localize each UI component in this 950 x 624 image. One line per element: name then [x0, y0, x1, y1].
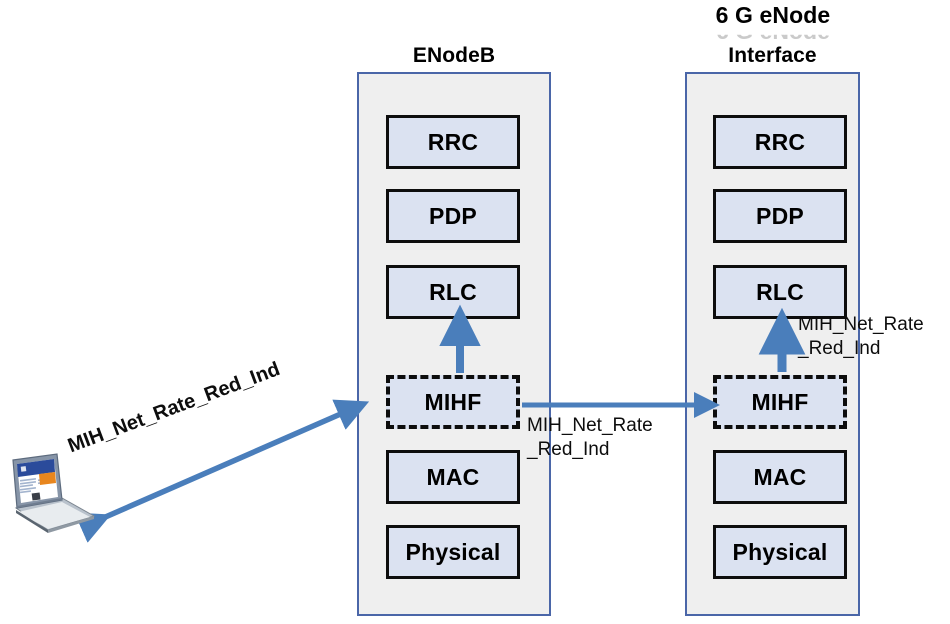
label-right-line1: MIH_Net_Rate — [798, 314, 924, 335]
layer-box-pdp-left: PDP — [386, 189, 520, 243]
layer-box-rlc-left: RLC — [386, 265, 520, 319]
layer-box-mac-right: MAC — [713, 450, 847, 504]
layer-box-physical-left: Physical — [386, 525, 520, 579]
label-mih-net-rate-red-ind-middle: MIH_Net_Rate _Red_Ind — [527, 414, 677, 463]
layer-box-mihf-right: MIHF — [713, 375, 847, 429]
laptop-icon — [12, 453, 96, 533]
stack-title-enodeb: ENodeB — [412, 44, 496, 67]
stack-title-6g-enode-line2: Interface — [728, 44, 817, 67]
layer-box-pdp-right: PDP — [713, 189, 847, 243]
layer-box-mac-left: MAC — [386, 450, 520, 504]
layer-box-rrc-right: RRC — [713, 115, 847, 169]
label-right-line2: _Red_Ind — [798, 338, 881, 360]
layer-box-physical-right: Physical — [713, 525, 847, 579]
stack-title-ghost-text: 6 G eNode — [716, 18, 830, 44]
label-mih-net-rate-red-ind-diagonal: MIH_Net_Rate_Red_Ind — [64, 358, 283, 458]
layer-box-mihf-left: MIHF — [386, 375, 520, 429]
label-mih-net-rate-red-ind-right: MIH_Net_Rate _Red_Ind — [798, 313, 948, 362]
layer-box-rlc-right: RLC — [713, 265, 847, 319]
label-middle-line1: MIH_Net_Rate — [527, 415, 653, 436]
stack-title-6g-enode-line1: 6 G eNode — [715, 2, 831, 28]
layer-box-rrc-left: RRC — [386, 115, 520, 169]
label-middle-line2: _Red_Ind — [527, 439, 610, 461]
